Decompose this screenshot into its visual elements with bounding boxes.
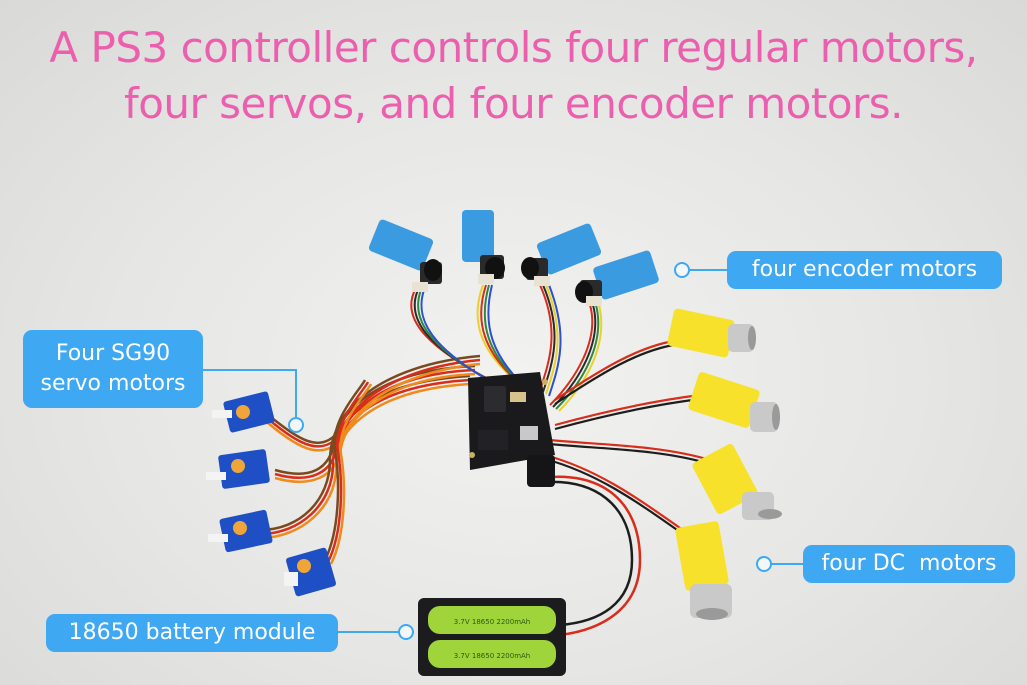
- encoder-motor-1: [368, 219, 442, 292]
- servo-cables: [259, 354, 481, 565]
- dc-motor-1: [667, 308, 756, 358]
- servo-3: [208, 509, 273, 553]
- battery-cell-2-print: 3.7V 18650 2200mAh: [454, 652, 531, 660]
- encoder-motor-3: [521, 223, 602, 286]
- servo-motors-label-line-1: Four SG90: [55, 341, 171, 366]
- encoder-motor-2: [462, 210, 505, 284]
- headline-line-1: A PS3 controller controls four regular m…: [49, 23, 978, 72]
- servo-motors-label: Four SG90 servo motors: [23, 330, 203, 408]
- dc-motor-3: [692, 444, 782, 520]
- dc-motors-label: four DC motors: [803, 545, 1015, 583]
- encoder-motors-label: four encoder motors: [727, 251, 1002, 289]
- battery-cables: [534, 475, 642, 637]
- servo-motors-label-line-2: servo motors: [40, 371, 186, 396]
- servo-1: [212, 391, 275, 433]
- battery-cell-1-print: 3.7V 18650 2200mAh: [454, 618, 531, 626]
- controller-board: [468, 372, 555, 487]
- headline-line-2: four servos, and four encoder motors.: [123, 79, 904, 128]
- servo-2: [206, 449, 270, 489]
- encoder-motor-4: [575, 250, 659, 306]
- dc-motor-4: [675, 521, 732, 620]
- servo-4: [284, 547, 336, 597]
- dc-motor-cables: [544, 338, 711, 540]
- callout-lines: [203, 262, 803, 640]
- dc-motor-2: [688, 372, 780, 432]
- battery-module-label: 18650 battery module: [46, 614, 338, 652]
- battery-module: 3.7V 18650 2200mAh 3.7V 18650 2200mAh: [418, 598, 566, 676]
